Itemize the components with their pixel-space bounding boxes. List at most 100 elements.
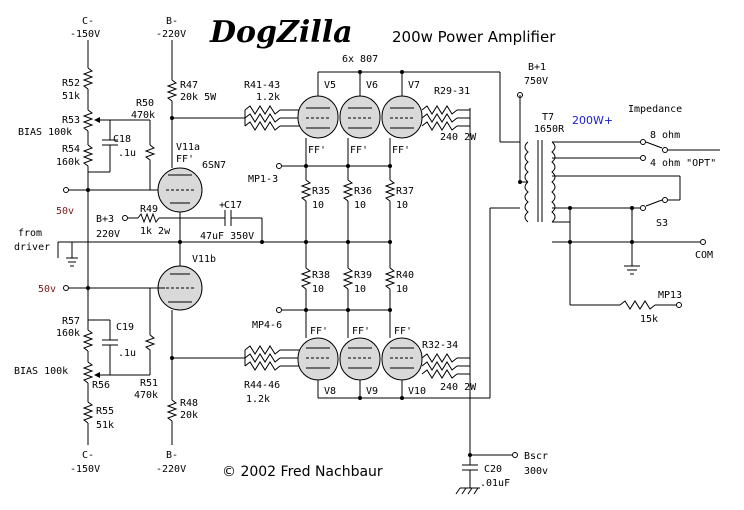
resistor-r41: [244, 105, 281, 115]
input-terminal-top: [63, 187, 69, 193]
r32-34-value: 240 2W: [440, 382, 477, 393]
b3-label: B+3: [96, 214, 114, 225]
r29-31-value: 240 2W: [440, 132, 477, 143]
b3-terminal: [122, 215, 128, 221]
junction: [400, 396, 404, 400]
resistor-r29: [421, 105, 458, 115]
resistor-r35: [300, 179, 312, 202]
t7-label: T7: [542, 112, 554, 123]
s3-contact-a: [662, 197, 668, 203]
copyright: © 2002 Fred Nachbaur: [222, 464, 383, 480]
input-50v-top: 50v: [56, 206, 74, 217]
r36-label: R36: [354, 186, 372, 197]
c17-value: 47uF 350V: [200, 231, 254, 242]
v11a-label: V11a: [176, 142, 200, 153]
tube-v7: [381, 95, 423, 139]
chassis-ground: [461, 487, 467, 495]
c-minus-bot-voltage: -150V: [70, 464, 100, 475]
junction: [568, 206, 572, 210]
v6-label: V6: [366, 80, 378, 91]
c19-value: .1u: [118, 348, 136, 359]
com-label: COM: [695, 250, 713, 261]
resistor-r55: [82, 401, 94, 424]
v5-label: V5: [324, 80, 336, 91]
junction: [358, 70, 362, 74]
chassis-ground: [455, 487, 461, 495]
c18-value: .1u: [118, 148, 136, 159]
junction: [86, 188, 90, 192]
resistor-r52: [82, 67, 94, 90]
power-rating: 200W+: [572, 114, 613, 127]
com-terminal: [700, 239, 706, 245]
resistor-r49: [137, 212, 160, 224]
resistor-r30: [421, 113, 458, 123]
b-minus-bot-voltage: -220V: [156, 464, 186, 475]
c-minus-top: C-: [82, 16, 94, 27]
r44-46-label: R44-46: [244, 380, 280, 391]
resistor-r31: [421, 121, 458, 131]
resistor-r32: [421, 353, 458, 363]
r35-label: R35: [312, 186, 330, 197]
mp4-6-terminal: [276, 307, 282, 313]
s3-contact-b: [640, 205, 646, 211]
from-driver-line2: driver: [14, 242, 50, 253]
b1-label: B+1: [528, 62, 546, 73]
v10-label: V10: [408, 386, 426, 397]
input-50v-bottom: 50v: [38, 284, 56, 295]
resistor-r36: [342, 179, 354, 202]
r47-value: 20k 5W: [180, 92, 217, 103]
b-minus-top: B-: [166, 16, 178, 27]
mp13-label: MP13: [658, 290, 682, 301]
resistor-r57: [82, 329, 94, 352]
r39-value: 10: [354, 284, 366, 295]
t7-value: 1650R: [534, 124, 565, 135]
c-minus-bot: C-: [82, 450, 94, 461]
resistor-r47: [166, 79, 178, 102]
resistor-r44: [244, 345, 281, 355]
resistor-r34: [421, 369, 458, 379]
r39-label: R39: [354, 270, 372, 281]
chassis-ground: [473, 487, 479, 495]
junction: [400, 70, 404, 74]
r50-label: R50: [136, 98, 154, 109]
r51-value: 470k: [134, 390, 158, 401]
junction: [86, 286, 90, 290]
tube-v6: [339, 95, 381, 139]
resistor-r54: [82, 144, 94, 167]
subtitle: 200w Power Amplifier: [392, 28, 556, 46]
primary-winding-top: [524, 141, 529, 183]
v11b-label: V11b: [192, 254, 216, 265]
r37-value: 10: [396, 200, 408, 211]
bscr-label: Bscr: [524, 451, 548, 462]
junction: [260, 240, 264, 244]
junction: [568, 240, 572, 244]
c17-plus: +: [219, 200, 225, 211]
b-minus-bot: B-: [166, 450, 178, 461]
impedance-switch-blade[interactable]: [645, 141, 663, 149]
v8-label: V8: [324, 386, 336, 397]
bias-top-label: BIAS 100k: [18, 127, 72, 138]
bscr-terminal: [512, 452, 518, 458]
tube-v10: [381, 337, 423, 381]
r44-46-value: 1.2k: [246, 394, 270, 405]
r55-value: 51k: [96, 420, 114, 431]
s3-label: S3: [656, 218, 668, 229]
pot-r53: [82, 109, 94, 132]
tube-type-6sn7: 6SN7: [202, 160, 226, 171]
b1-voltage: 750V: [524, 76, 548, 87]
s3-switch-blade[interactable]: [645, 199, 663, 207]
r52-value: 51k: [62, 91, 80, 102]
r47-label: R47: [180, 80, 198, 91]
r41-43-value: 1.2k: [256, 92, 280, 103]
impedance-contact-4: [640, 155, 646, 161]
impedance-4ohm: 4 ohm "OPT": [650, 158, 716, 169]
r57-label: R57: [62, 316, 80, 327]
bias-bottom-label: BIAS 100k: [14, 366, 68, 377]
r52-label: R52: [62, 78, 80, 89]
resistor-r37: [384, 179, 396, 202]
tubes-6x807-label: 6x 807: [342, 54, 378, 65]
v9-label: V9: [366, 386, 378, 397]
wiper-arrow: [94, 372, 100, 378]
